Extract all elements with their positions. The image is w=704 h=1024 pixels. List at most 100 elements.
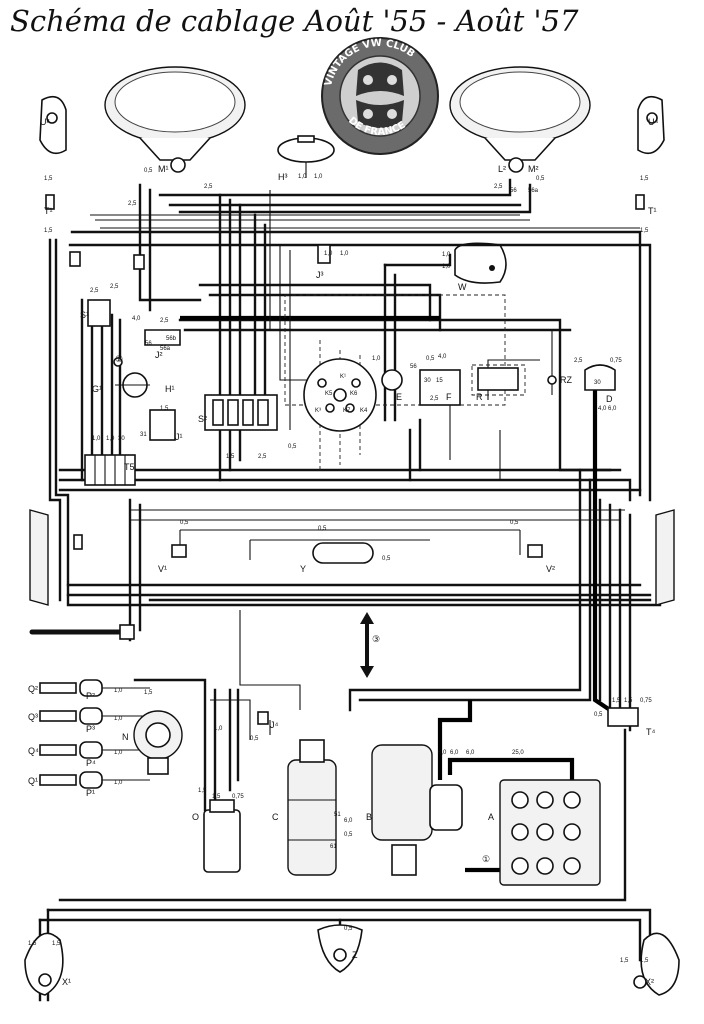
gauge: 2,5 bbox=[110, 284, 119, 290]
door-switch-left bbox=[29, 509, 49, 606]
reverse-lever bbox=[29, 624, 135, 640]
gauge: 0,5 bbox=[344, 926, 353, 932]
light-switch-E bbox=[381, 369, 403, 391]
direction-arrow bbox=[360, 612, 374, 678]
gauge: 0,75 bbox=[640, 698, 652, 704]
tail-light-left-X1 bbox=[24, 932, 64, 996]
label-t1-right: T¹ bbox=[648, 206, 657, 216]
wiper-motor bbox=[454, 242, 507, 284]
gauge: 1,0 bbox=[92, 436, 101, 442]
interior-light-v1 bbox=[171, 544, 187, 558]
label-z: Z bbox=[352, 950, 358, 960]
headlight-left bbox=[104, 66, 246, 173]
gauge: 1,5 bbox=[198, 788, 207, 794]
spark-plugs bbox=[39, 679, 103, 789]
gauge: 0,5 bbox=[144, 168, 153, 174]
gauge: 0,5 bbox=[180, 520, 189, 526]
label-h1: H¹ bbox=[165, 384, 175, 394]
label-p2: P² bbox=[86, 691, 95, 701]
label-k6: K6 bbox=[350, 391, 358, 397]
gauge: 1,0 bbox=[372, 356, 381, 362]
wire-gauge-labels: 1,5 1,5 1,5 1,5 2,5 2,5 2,5 0,5 0,5 1,0 … bbox=[28, 168, 652, 964]
label-k5: K5 bbox=[325, 391, 333, 397]
label-rz: RZ bbox=[560, 375, 572, 385]
oil-switch-J4 bbox=[257, 711, 269, 725]
label-x1: X¹ bbox=[62, 977, 71, 987]
wiper-switch-D bbox=[584, 364, 616, 391]
label-x2: X² bbox=[645, 977, 654, 987]
gauge: 0,5 bbox=[426, 356, 435, 362]
gauge: 1,5 bbox=[52, 941, 61, 947]
gauge: 1,0 bbox=[106, 436, 115, 442]
gauge: 1,5 bbox=[144, 690, 153, 696]
page-title: Schéma de cablage Août '55 - Août '57 bbox=[10, 4, 579, 38]
label-d: D bbox=[606, 394, 613, 404]
marker-3: ③ bbox=[372, 634, 380, 644]
speedometer bbox=[303, 358, 377, 432]
gauge: 0,5 bbox=[344, 832, 353, 838]
label-t4: T⁴ bbox=[646, 727, 655, 737]
label-k1: K¹ bbox=[340, 374, 346, 380]
label-q1: Q¹ bbox=[28, 776, 38, 786]
gauge: 0,5 bbox=[318, 526, 327, 532]
label-t5: T5 bbox=[124, 462, 135, 472]
label-j1: J¹ bbox=[175, 432, 183, 442]
gauge: 2,5 bbox=[494, 184, 503, 190]
marker-1: ① bbox=[482, 854, 490, 864]
terminal: 56 bbox=[145, 341, 152, 347]
terminal: 56a bbox=[160, 346, 171, 352]
gauge: 1,0 bbox=[340, 251, 349, 257]
thin-wires bbox=[90, 190, 640, 781]
gauge: 4,0 bbox=[438, 354, 447, 360]
label-q2: Q² bbox=[28, 684, 38, 694]
flasher-J1 bbox=[149, 409, 176, 441]
gauge: 1,0 bbox=[442, 264, 451, 270]
label-j2: J² bbox=[155, 350, 163, 360]
gauge: 1,0 bbox=[298, 174, 307, 180]
terminal: 30 bbox=[424, 378, 431, 384]
label-q3: Q³ bbox=[28, 712, 38, 722]
gauge: 1,5 bbox=[226, 454, 235, 460]
starter-B bbox=[371, 744, 463, 876]
label-g1: G¹ bbox=[92, 384, 102, 394]
gauge: 1,0 bbox=[314, 174, 323, 180]
gauge: 0,5 bbox=[536, 176, 545, 182]
gauge: 4,0 bbox=[132, 316, 141, 322]
terminal: 56a bbox=[528, 188, 539, 194]
terminal-labels: 31 30 56 56a 56b 30 15 56 30 51 61 56 56… bbox=[118, 188, 601, 850]
label-t1-left: T¹ bbox=[44, 206, 53, 216]
gauge: 2,5 bbox=[258, 454, 267, 460]
relay-J3 bbox=[317, 244, 331, 264]
fuel-gauge-R bbox=[477, 367, 519, 391]
gauge: 1,5 bbox=[640, 228, 649, 234]
label-c: C bbox=[272, 812, 279, 822]
gauge: 2,5 bbox=[574, 358, 583, 364]
gauge: 1,0 bbox=[442, 252, 451, 258]
gauge: 1,0 bbox=[114, 716, 123, 722]
connectors bbox=[45, 194, 645, 727]
gauge: 6,0 bbox=[466, 750, 475, 756]
choke-RZ bbox=[547, 330, 557, 395]
label-v1: V¹ bbox=[158, 564, 167, 574]
label-o: O bbox=[192, 812, 199, 822]
gauge: 2,5 bbox=[430, 396, 439, 402]
club-logo: VINTAGE VW CLUB DE FRANCE bbox=[321, 37, 439, 155]
label-p3: P³ bbox=[86, 724, 95, 734]
generator-C bbox=[287, 739, 337, 876]
gauge: 2,5 bbox=[204, 184, 213, 190]
label-u4: U⁴ bbox=[648, 117, 658, 127]
label-p1: P¹ bbox=[86, 788, 95, 798]
gauge: 0,5 bbox=[382, 556, 391, 562]
label-v2: V² bbox=[546, 564, 555, 574]
fuse-box bbox=[204, 394, 278, 431]
label-l2: L² bbox=[498, 164, 506, 174]
label-p4: P⁴ bbox=[86, 758, 96, 768]
terminal: 56b bbox=[166, 336, 177, 342]
gauge: 6,0 bbox=[608, 406, 617, 412]
dome-light-Y bbox=[312, 542, 374, 564]
brake-switch-G1 bbox=[113, 357, 150, 398]
gauge: 0,75 bbox=[232, 794, 244, 800]
gauge: 1,5 bbox=[640, 176, 649, 182]
gauge: 1,5 bbox=[640, 958, 649, 964]
distributor-N bbox=[133, 710, 183, 775]
